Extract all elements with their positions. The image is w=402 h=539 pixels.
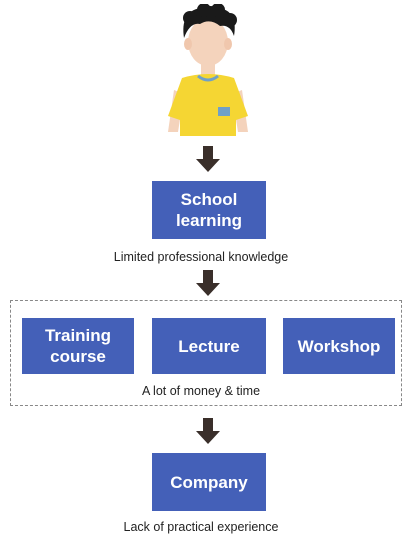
down-arrow-icon: [196, 146, 220, 172]
down-arrow-icon: [196, 418, 220, 444]
company-box: Company: [152, 453, 266, 511]
student-icon: [168, 4, 248, 136]
school-learning-label: School learning: [175, 190, 243, 230]
training-course-box: Training course: [22, 318, 134, 374]
lecture-label: Lecture: [178, 336, 240, 356]
training-course-label: Training course: [44, 326, 112, 366]
workshop-box: Workshop: [283, 318, 395, 374]
workshop-label: Workshop: [297, 336, 381, 356]
down-arrow-icon: [196, 270, 220, 296]
caption-practical-experience: Lack of practical experience: [123, 520, 279, 534]
caption-money-time: A lot of money & time: [141, 384, 261, 398]
company-label: Company: [170, 472, 248, 492]
school-learning-box: School learning: [152, 181, 266, 239]
lecture-box: Lecture: [152, 318, 266, 374]
caption-limited-knowledge: Limited professional knowledge: [113, 250, 289, 264]
